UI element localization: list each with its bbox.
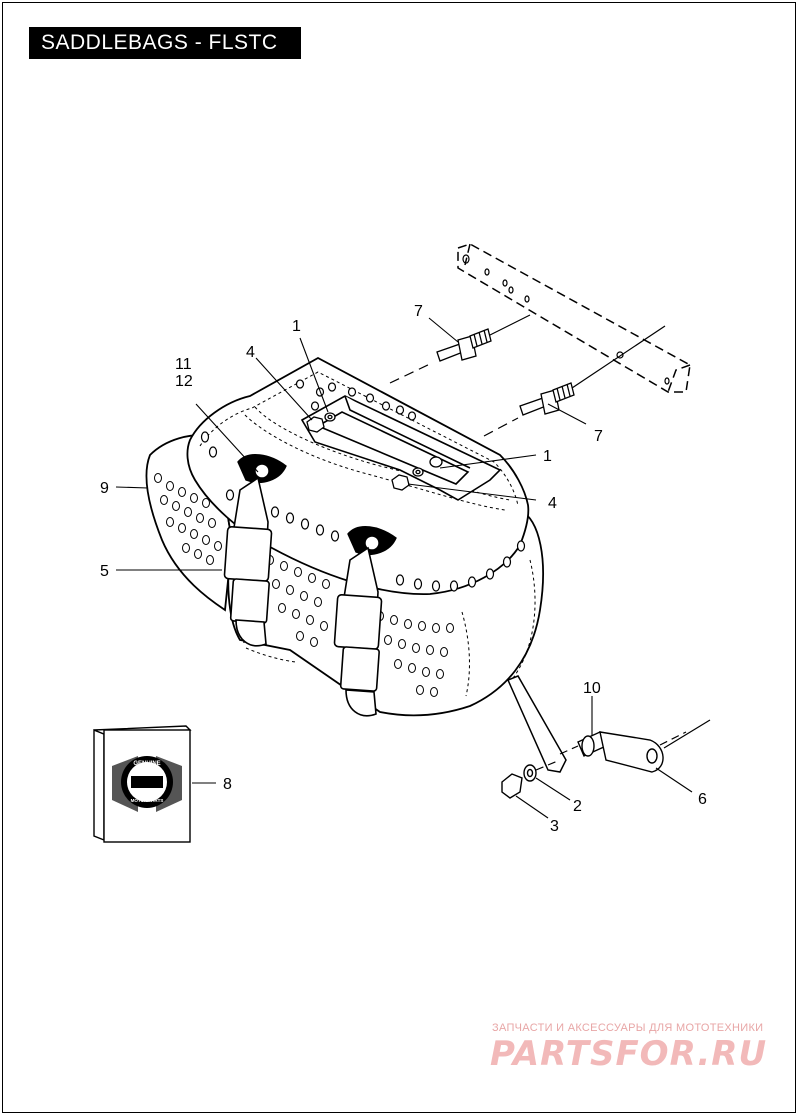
callout-7-top: 7: [414, 303, 423, 320]
callout-2: 2: [573, 798, 582, 815]
hardware-center-lines: [535, 719, 711, 771]
callout-6: 6: [698, 791, 707, 808]
page-title: SADDLEBAGS - FLSTC: [29, 27, 301, 59]
stud-lower: [519, 382, 575, 416]
badge-top-text: GENUINE: [133, 761, 160, 767]
stud-upper: [436, 328, 492, 362]
lower-bracket-bar: [506, 675, 567, 773]
body-stitching: [245, 559, 536, 697]
watermark-subtitle: ЗАПЧАСТИ И АКСЕССУАРЫ ДЛЯ МОТОТЕХНИКИ: [492, 1022, 764, 1034]
rail-holes: [462, 254, 670, 385]
badge-bottom-text: MOTOR PARTS: [131, 798, 164, 803]
strap-left: [223, 476, 273, 647]
leader-lines: [115, 317, 693, 819]
concho-right: [347, 526, 397, 556]
page-title-text: SADDLEBAGS - FLSTC: [41, 31, 278, 54]
callout-12: 12: [175, 373, 193, 390]
saddlebag: [145, 356, 544, 717]
callout-1-top: 1: [292, 318, 301, 335]
callout-7-right: 7: [594, 428, 603, 445]
lid-bracket: [300, 395, 502, 501]
stud-center-lines: [389, 314, 666, 437]
watermark-brand: PARTSFOR.RU: [490, 1034, 768, 1074]
callout-8: 8: [223, 776, 232, 793]
callout-4-left: 4: [246, 344, 255, 361]
bracket-nuts: [306, 412, 443, 491]
washer-and-nut: [501, 764, 537, 799]
callout-10: 10: [583, 680, 601, 697]
callout-1-right: 1: [543, 448, 552, 465]
genuine-motor-parts-logo: GENUINE MOTOR PARTS: [112, 756, 182, 812]
mounting-rail: [457, 243, 691, 393]
callout-labels: 1 1 2 3 4 4 5 6 7 7 8 9 10 11 12: [100, 303, 707, 835]
body-perforations: [154, 473, 454, 697]
clamp-bolt: [577, 731, 664, 773]
callout-11: 11: [175, 356, 192, 373]
genuine-parts-box: GENUINE MOTOR PARTS: [93, 725, 192, 843]
callout-9: 9: [100, 480, 109, 497]
callout-4-right: 4: [548, 495, 557, 512]
callout-5: 5: [100, 563, 109, 580]
callout-3: 3: [550, 818, 559, 835]
strap-right: [333, 546, 383, 717]
